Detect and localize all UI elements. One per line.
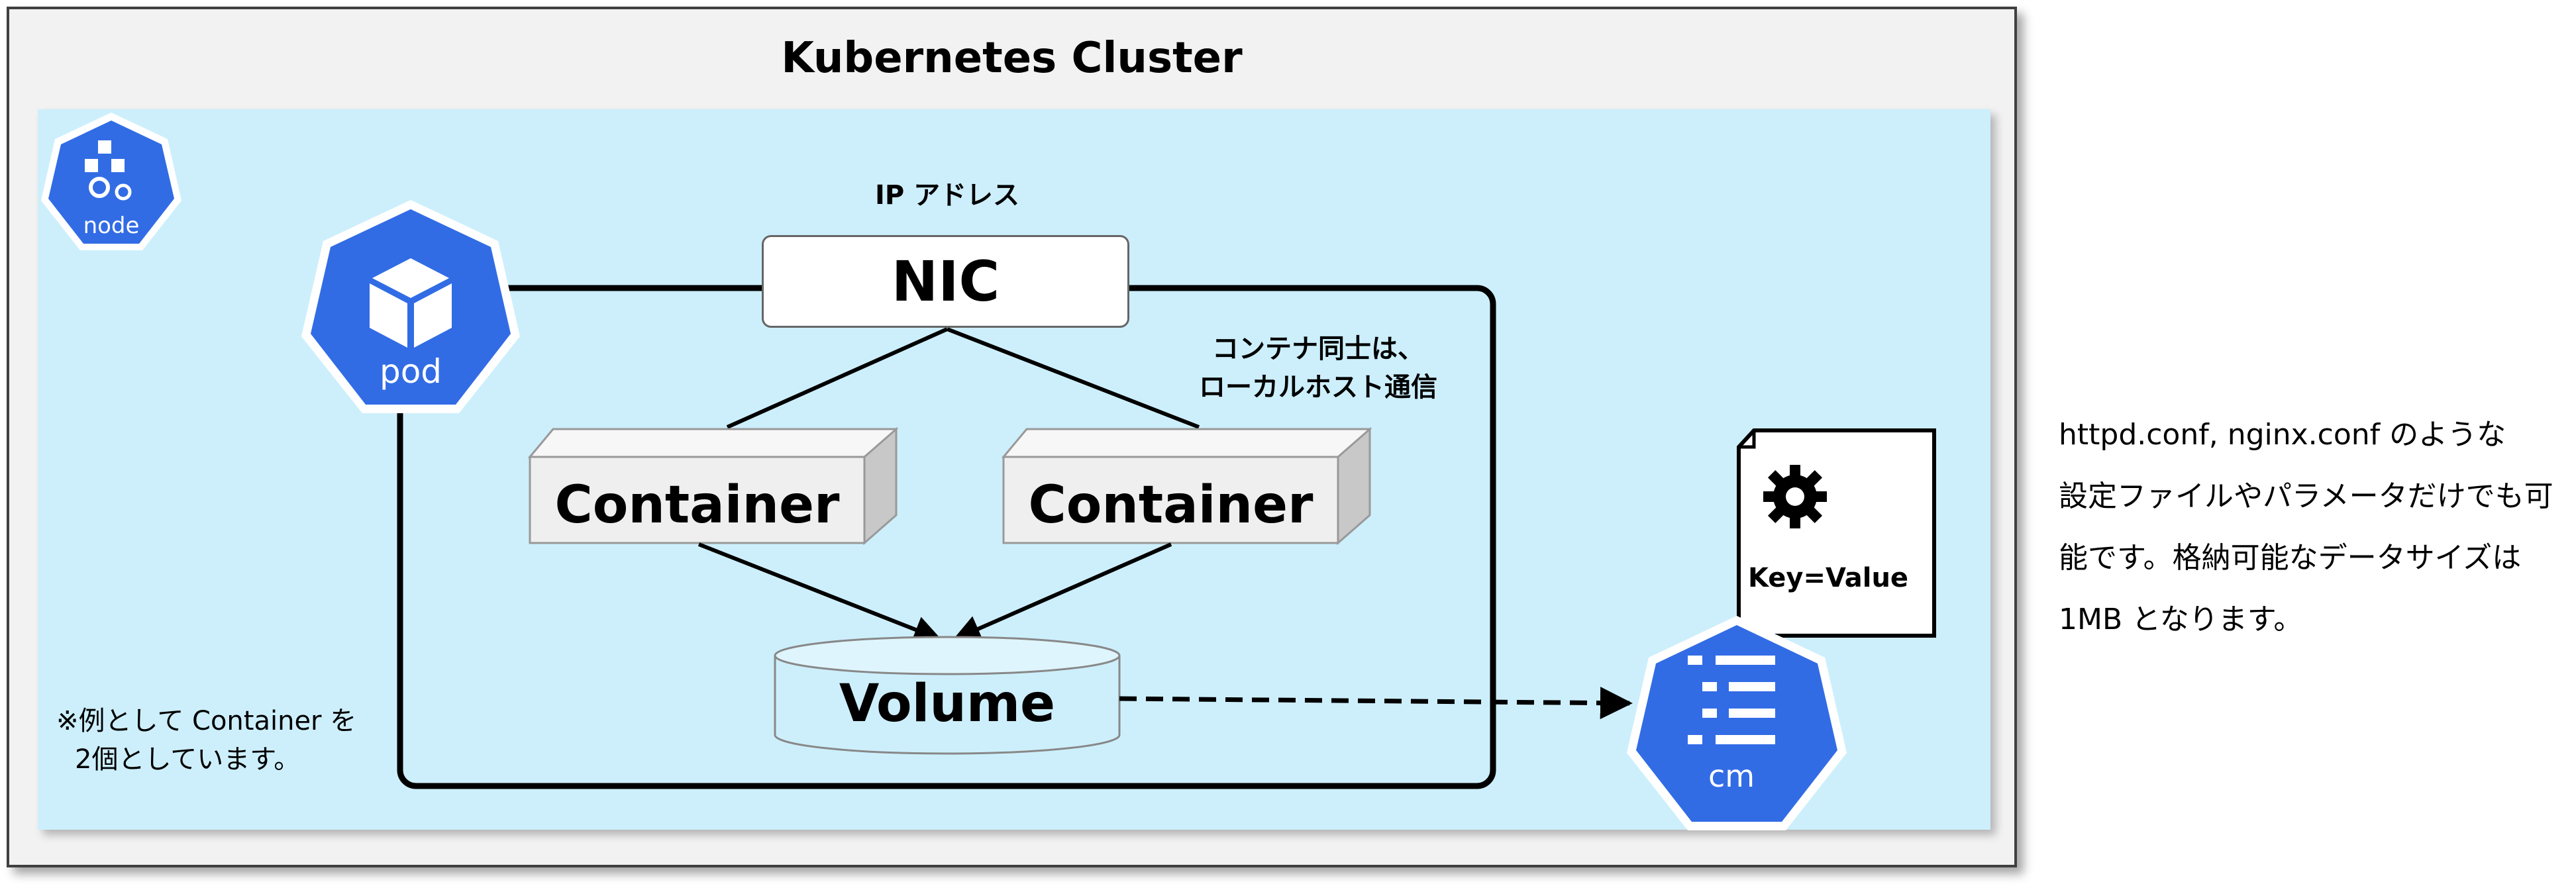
nic-box: NIC bbox=[762, 235, 1129, 328]
cluster-title: Kubernetes Cluster bbox=[781, 34, 1243, 83]
container-box-2 bbox=[1001, 426, 1372, 546]
arrow-volume-configmap bbox=[1119, 687, 1633, 720]
container-box-1 bbox=[527, 426, 899, 546]
ip-address-label: IP アドレス bbox=[874, 180, 1020, 211]
example-note-line2: 2個としています。 bbox=[75, 744, 301, 775]
volume-cylinder bbox=[774, 636, 1121, 755]
localhost-note-line1: コンテナ同士は、 bbox=[1212, 334, 1424, 364]
nic-link-left bbox=[726, 327, 949, 429]
nic-link-right bbox=[946, 327, 1200, 429]
k8s-pod-icon: pod bbox=[301, 200, 520, 413]
k8s-configmap-icon: cm bbox=[1627, 616, 1847, 830]
key-value-label: Key=Value bbox=[1747, 563, 1909, 593]
example-note-line1: ※例として Container を bbox=[56, 706, 357, 736]
description-line1: httpd.conf, nginx.conf のような bbox=[2059, 418, 2506, 452]
example-note: ※例として Container を 2個としています。 bbox=[56, 702, 401, 779]
description-line3: 能です。格納可能なデータサイズは bbox=[2059, 541, 2522, 575]
arrow-container2-volume bbox=[953, 542, 1172, 642]
configmap-icon-label: cm bbox=[1708, 758, 1755, 794]
gear-icon bbox=[1763, 465, 1827, 528]
localhost-note: コンテナ同士は、 ローカルホスト通信 bbox=[1172, 330, 1464, 407]
k8s-node-icon: node bbox=[41, 113, 181, 250]
localhost-note-line2: ローカルホスト通信 bbox=[1199, 372, 1437, 403]
container-label-1: Container bbox=[554, 475, 840, 535]
volume-label: Volume bbox=[839, 673, 1056, 734]
node-icon-label: node bbox=[83, 213, 140, 239]
container-label-2: Container bbox=[1028, 475, 1314, 535]
description-line4: 1MB となります。 bbox=[2059, 603, 2303, 636]
arrow-container1-volume bbox=[697, 542, 942, 643]
configmap-document bbox=[1737, 428, 1936, 638]
description-line2: 設定ファイルやパラメータだけでも可 bbox=[2059, 479, 2553, 513]
pod-icon-label: pod bbox=[380, 352, 442, 391]
configmap-description: httpd.conf, nginx.conf のような 設定ファイルやパラメータ… bbox=[2059, 404, 2575, 650]
